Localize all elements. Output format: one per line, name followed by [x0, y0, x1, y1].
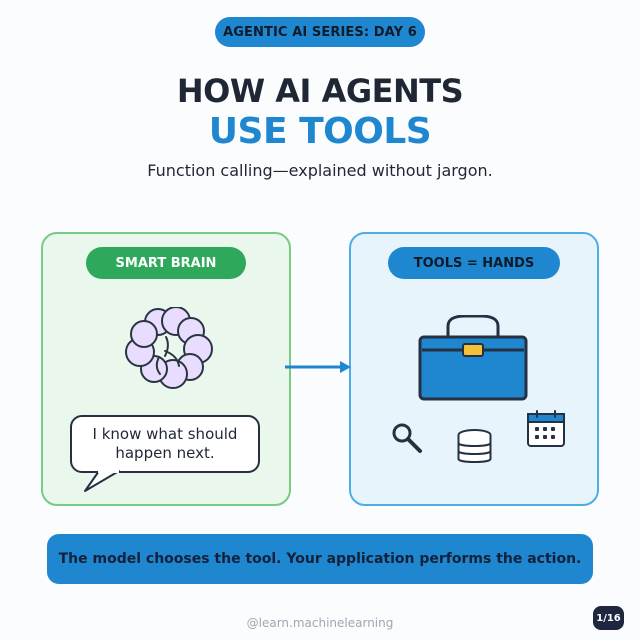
- speech-line-1: I know what should: [92, 425, 238, 444]
- tools-hands-label: TOOLS = HANDS: [388, 247, 560, 279]
- page-indicator-text: 1/16: [596, 612, 621, 624]
- calendar-icon: [527, 410, 565, 447]
- speech-bubble: I know what should happen next.: [70, 415, 260, 473]
- smart-brain-label-text: SMART BRAIN: [115, 255, 217, 271]
- speech-bubble-tail: [84, 470, 120, 492]
- page-title-line-1: HOW AI AGENTS: [176, 72, 464, 110]
- speech-line-2: happen next.: [115, 444, 215, 462]
- page-indicator: 1/16: [593, 606, 624, 630]
- series-label: AGENTIC AI SERIES: DAY 6: [223, 24, 417, 40]
- summary-banner-text: The model chooses the tool. Your applica…: [58, 551, 582, 567]
- tools-hands-label-text: TOOLS = HANDS: [413, 255, 535, 271]
- magnifying-glass-icon: [392, 423, 422, 453]
- brain-icon: [125, 307, 213, 389]
- arrow-right-icon: [285, 361, 351, 373]
- database-icon: [457, 429, 492, 463]
- smart-brain-label: SMART BRAIN: [86, 247, 246, 279]
- page-subtitle: Function calling—explained without jargo…: [147, 161, 493, 180]
- summary-banner: The model chooses the tool. Your applica…: [47, 534, 593, 584]
- toolbox-icon: [418, 315, 528, 401]
- page-title-line-2: USE TOOLS: [208, 111, 432, 152]
- series-badge: AGENTIC AI SERIES: DAY 6: [215, 17, 425, 47]
- account-handle: @learn.machinelearning: [246, 616, 394, 630]
